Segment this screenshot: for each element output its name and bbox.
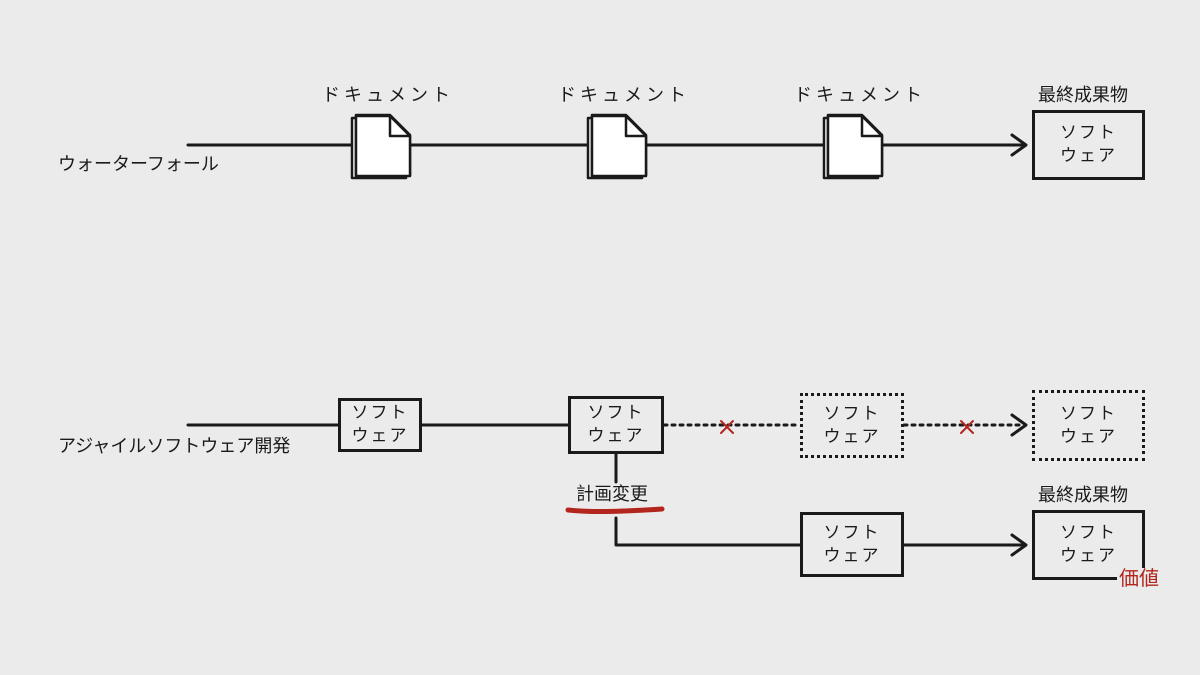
waterfall-label: ウォーターフォール [58, 154, 219, 175]
document-stack-icon [586, 113, 648, 180]
box-text-line-1: ソフト [351, 403, 409, 424]
document-stack-icon [822, 113, 884, 180]
plan-change-underline-stroke [565, 506, 665, 515]
agile-cancelled-software-box: ソフト ウェア [800, 393, 904, 458]
agile-lower-arrow-head-icon [1010, 533, 1028, 557]
document-label-2: ドキュメント [558, 85, 690, 106]
waterfall-final-software-box: ソフト ウェア [1032, 110, 1145, 180]
agile-revised-software-box: ソフト ウェア [800, 512, 904, 577]
plan-change-label: 計画変更 [576, 484, 648, 505]
agile-software-box-2: ソフト ウェア [568, 396, 664, 454]
box-text-line-1: ソフト [823, 403, 881, 424]
branch-lower-path [614, 516, 802, 547]
box-text-line-2: ウェア [823, 426, 881, 447]
box-text-line-2: ウェア [1060, 546, 1117, 566]
agile-final-software-box: ソフト ウェア [1032, 510, 1145, 580]
waterfall-final-label: 最終成果物 [1038, 85, 1128, 106]
box-text-line-1: ソフト [823, 522, 881, 543]
box-text-line-2: ウェア [1060, 426, 1117, 447]
box-text-line-2: ウェア [1060, 146, 1117, 166]
box-text-line-1: ソフト [587, 403, 645, 424]
cross-mark-icon [720, 420, 734, 434]
document-label-3: ドキュメント [794, 85, 926, 106]
document-stack-icon [350, 113, 412, 180]
box-text-line-2: ウェア [823, 545, 881, 566]
box-text-line-1: ソフト [1060, 123, 1117, 144]
agile-final-label: 最終成果物 [1038, 485, 1128, 506]
box-text-line-1: ソフト [1060, 523, 1117, 544]
waterfall-arrow-head-icon [1010, 133, 1028, 157]
agile-label: アジャイルソフトウェア開発 [58, 436, 291, 457]
box-text-line-1: ソフト [1060, 403, 1117, 424]
cross-mark-icon [960, 420, 974, 434]
box-text-line-2: ウェア [351, 426, 409, 446]
agile-dotted-arrow-head-icon [1010, 413, 1028, 437]
document-label-1: ドキュメント [322, 85, 454, 106]
value-label: 価値 [1117, 566, 1161, 590]
agile-cancelled-final-box: ソフト ウェア [1032, 390, 1145, 461]
box-text-line-2: ウェア [587, 426, 645, 446]
agile-software-box-1: ソフト ウェア [338, 398, 422, 452]
